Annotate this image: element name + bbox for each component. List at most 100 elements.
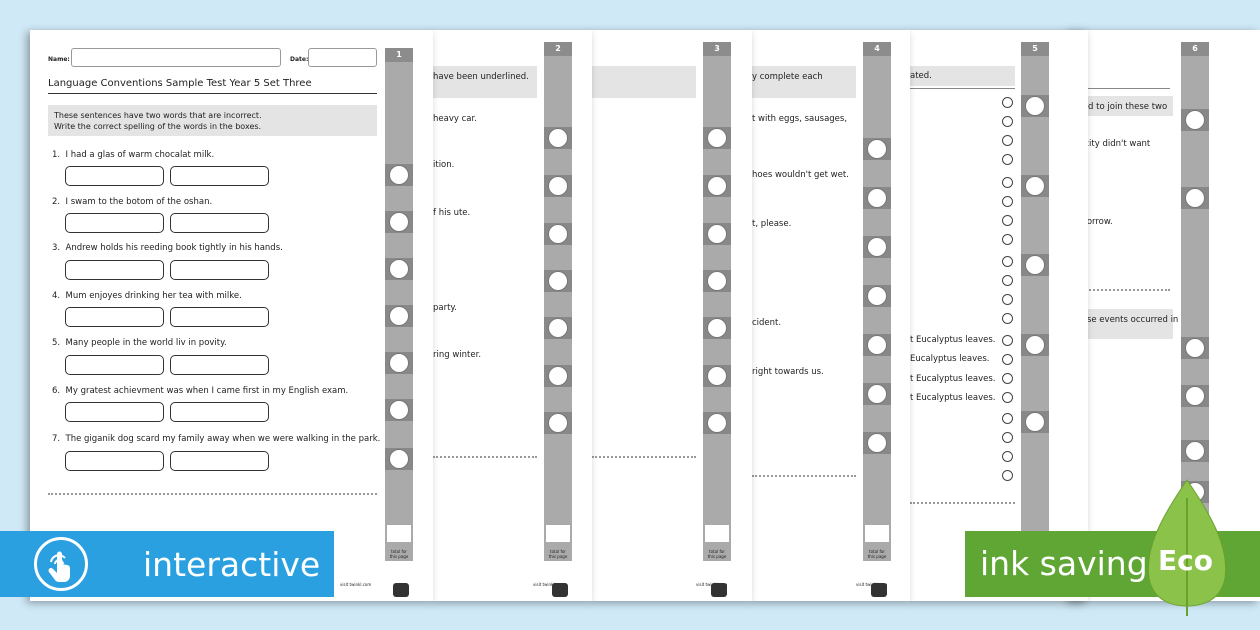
answer-radio[interactable]	[1002, 196, 1013, 207]
mark-circle[interactable]	[548, 413, 568, 433]
twinkl-logo	[711, 583, 727, 597]
twinkl-logo	[871, 583, 887, 597]
answer-radio[interactable]	[1002, 335, 1013, 346]
answer-radio[interactable]	[1002, 177, 1013, 188]
answer-radio[interactable]	[1002, 392, 1013, 403]
mark-circle[interactable]	[389, 400, 409, 420]
mark-circle[interactable]	[548, 176, 568, 196]
answer-radio[interactable]	[1002, 256, 1013, 267]
answer-box[interactable]	[65, 307, 164, 327]
mark-circle[interactable]	[548, 318, 568, 338]
question-2: 2. I swam to the botom of the oshan.	[52, 197, 213, 207]
answer-radio[interactable]	[1002, 432, 1013, 443]
mark-circle[interactable]	[707, 366, 727, 386]
interactive-banner: interactive	[0, 531, 334, 597]
mark-circle[interactable]	[548, 224, 568, 244]
total-input[interactable]	[387, 525, 411, 542]
answer-box[interactable]	[65, 260, 164, 280]
mark-circle[interactable]	[707, 318, 727, 338]
question-3: 3. Andrew holds his reeding book tightly…	[52, 243, 283, 253]
mark-circle[interactable]	[707, 224, 727, 244]
page-number: 2	[544, 42, 572, 56]
mark-circle[interactable]	[1185, 441, 1205, 461]
total-input[interactable]	[865, 525, 889, 542]
answer-radio[interactable]	[1002, 373, 1013, 384]
answer-radio[interactable]	[1002, 470, 1013, 481]
answer-box[interactable]	[65, 213, 164, 233]
mark-circle[interactable]	[867, 188, 887, 208]
answer-radio[interactable]	[1002, 413, 1013, 424]
mark-circle[interactable]	[1025, 335, 1045, 355]
mark-circle[interactable]	[389, 165, 409, 185]
total-input[interactable]	[705, 525, 729, 542]
mark-circle[interactable]	[707, 176, 727, 196]
mark-circle[interactable]	[707, 271, 727, 291]
answer-radio[interactable]	[1002, 116, 1013, 127]
mark-circle[interactable]	[389, 353, 409, 373]
answer-box[interactable]	[170, 307, 269, 327]
answer-box[interactable]	[170, 451, 269, 471]
instruction-line-1: These sentences have two words that are …	[54, 111, 262, 120]
page6-text-1: Felicity didn't want	[1070, 139, 1151, 149]
mark-circle[interactable]	[867, 139, 887, 159]
mark-circle[interactable]	[1185, 188, 1205, 208]
answer-radio[interactable]	[1002, 215, 1013, 226]
answer-box[interactable]	[170, 402, 269, 422]
total-input[interactable]	[546, 525, 570, 542]
mark-circle[interactable]	[867, 384, 887, 404]
answer-radio[interactable]	[1002, 135, 1013, 146]
page6-text-2: tomorrow.	[1070, 217, 1113, 227]
answer-box[interactable]	[170, 260, 269, 280]
mark-circle[interactable]	[707, 128, 727, 148]
mark-circle[interactable]	[548, 271, 568, 291]
answer-box[interactable]	[65, 166, 164, 186]
mark-circle[interactable]	[1025, 96, 1045, 116]
mark-circle[interactable]	[1185, 110, 1205, 130]
answer-radio[interactable]	[1002, 154, 1013, 165]
instruction-box: These sentences have two words that are …	[48, 105, 377, 136]
mark-circle[interactable]	[389, 259, 409, 279]
answer-box[interactable]	[65, 451, 164, 471]
answer-box[interactable]	[170, 355, 269, 375]
name-label: Name:	[48, 56, 70, 63]
answer-radio[interactable]	[1002, 313, 1013, 324]
instruction-line-2: Write the correct spelling of the words …	[54, 122, 262, 131]
page4-text-3: t, please.	[752, 219, 792, 229]
mark-circle[interactable]	[1025, 176, 1045, 196]
mark-circle[interactable]	[707, 413, 727, 433]
name-field[interactable]	[71, 48, 281, 67]
question-7: 7. The giganik dog scard my family away …	[52, 434, 381, 444]
answer-radio[interactable]	[1002, 97, 1013, 108]
mark-circle[interactable]	[1185, 386, 1205, 406]
mark-circle[interactable]	[548, 128, 568, 148]
mark-circle[interactable]	[867, 286, 887, 306]
page4-text-4: cident.	[752, 318, 782, 328]
mark-circle[interactable]	[1185, 338, 1205, 358]
answer-box[interactable]	[65, 402, 164, 422]
mark-circle[interactable]	[548, 366, 568, 386]
answer-radio[interactable]	[1002, 275, 1013, 286]
mark-circle[interactable]	[389, 306, 409, 326]
footer-site: visit twinkl.com	[340, 582, 372, 587]
mark-circle[interactable]	[1025, 255, 1045, 275]
answer-radio[interactable]	[1002, 451, 1013, 462]
marks-column: 5	[1021, 42, 1049, 561]
answer-radio[interactable]	[1002, 294, 1013, 305]
interactive-label: interactive	[143, 545, 321, 584]
date-field[interactable]	[308, 48, 377, 67]
answer-radio[interactable]	[1002, 354, 1013, 365]
mark-circle[interactable]	[389, 212, 409, 232]
mark-circle[interactable]	[867, 335, 887, 355]
mark-circle[interactable]	[1025, 412, 1045, 432]
answer-box[interactable]	[170, 213, 269, 233]
footer-site: visit twinkl.com	[533, 582, 565, 587]
answer-radio[interactable]	[1002, 234, 1013, 245]
mark-circle[interactable]	[389, 449, 409, 469]
mark-circle[interactable]	[867, 237, 887, 257]
answer-box[interactable]	[170, 166, 269, 186]
answer-box[interactable]	[65, 355, 164, 375]
mark-circle[interactable]	[867, 433, 887, 453]
